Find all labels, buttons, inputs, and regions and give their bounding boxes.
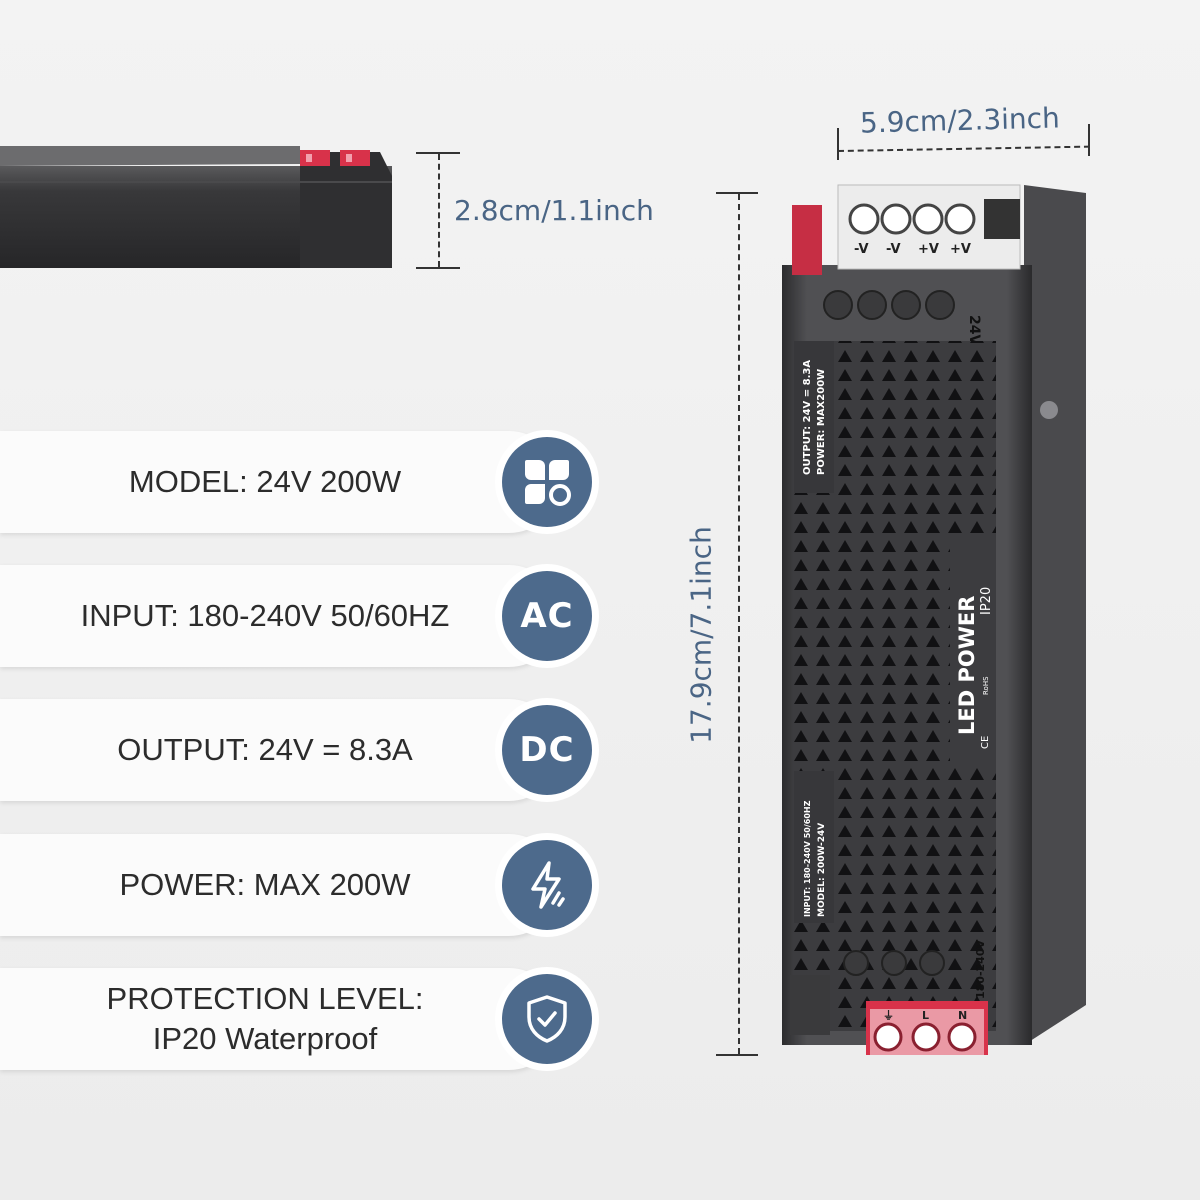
brand-text: LED POWER	[955, 596, 979, 735]
spec-badge-circle: AC	[502, 571, 592, 661]
output-label: OUTPUT: 24V = 8.3A	[802, 360, 813, 475]
length-dimension-line	[738, 194, 740, 1054]
spec-text: MODEL: 24V 200W	[40, 431, 490, 533]
length-tick-bottom	[716, 1054, 758, 1056]
spec-icon-circle	[502, 437, 592, 527]
spec-text: PROTECTION LEVEL: IP20 Waterproof	[40, 968, 490, 1070]
spec-badge-circle: DC	[502, 705, 592, 795]
spec-bar	[0, 699, 560, 801]
shield-check-icon	[527, 995, 567, 1043]
input-label: INPUT: 180-240V 50/60HZ	[803, 800, 812, 917]
power-supply-image: -V -V +V +V 24V OUTPUT: 24V = 8.3A POWER…	[782, 184, 1086, 1055]
terminal-label: -V	[854, 242, 869, 257]
screw-icon	[1040, 401, 1058, 419]
length-tick-top	[716, 192, 758, 194]
width-dimension-label: 5.9cm/2.3inch	[859, 101, 1061, 140]
spec-line: INPUT: 180-240V 50/60HZ	[80, 598, 450, 633]
terminal-label: N	[958, 1009, 967, 1022]
length-dimension-label: 17.9cm/7.1inch	[684, 526, 718, 744]
spec-row-protection: PROTECTION LEVEL: IP20 Waterproof	[0, 968, 600, 1070]
spec-row-model: MODEL: 24V 200W	[0, 431, 600, 533]
spec-line: MODEL: 24V 200W	[128, 464, 402, 499]
model-grid-icon	[525, 460, 571, 506]
terminal-label: +V	[918, 242, 939, 257]
spec-icon-circle	[502, 974, 592, 1064]
spec-line: PROTECTION LEVEL:	[106, 981, 424, 1016]
spec-icon-circle	[502, 840, 592, 930]
spec-bar	[0, 968, 560, 1070]
spec-bar	[0, 834, 560, 936]
spec-row-input: INPUT: 180-240V 50/60HZ AC	[0, 565, 600, 667]
output-voltage-label: 24V	[966, 315, 982, 345]
dc-badge: DC	[519, 730, 575, 770]
terminal-label: ⏚	[883, 1009, 894, 1022]
ac-badge: AC	[520, 596, 574, 636]
ce-mark: CE	[980, 736, 991, 749]
height-dimension-label: 2.8cm/1.1inch	[454, 194, 654, 227]
spec-row-output: OUTPUT: 24V = 8.3A DC	[0, 699, 600, 801]
spec-text: INPUT: 180-240V 50/60HZ	[40, 565, 490, 667]
terminal-label: -V	[886, 242, 901, 257]
rohs-mark: RoHS	[982, 676, 990, 695]
dim-tick-top	[416, 152, 460, 154]
spec-text: OUTPUT: 24V = 8.3A	[40, 699, 490, 801]
input-voltage-label: 180-240V	[974, 940, 987, 999]
model-label: MODEL: 200W-24V	[817, 823, 827, 917]
width-tick-right	[1088, 124, 1090, 156]
spec-line: OUTPUT: 24V = 8.3A	[117, 732, 413, 767]
rating-text: IP20	[979, 587, 994, 615]
lightning-icon	[531, 861, 565, 909]
terminal-label: L	[922, 1009, 929, 1022]
spec-bar	[0, 565, 560, 667]
height-dimension-line	[438, 154, 440, 267]
side-view-image	[0, 146, 392, 268]
spec-text: POWER: MAX 200W	[40, 834, 490, 936]
width-tick-left	[837, 128, 839, 160]
spec-line: POWER: MAX 200W	[119, 867, 411, 902]
spec-line: IP20 Waterproof	[152, 1021, 378, 1056]
dim-tick-bottom	[416, 267, 460, 269]
terminal-label: +V	[950, 242, 971, 257]
power-label: POWER: MAX200W	[816, 369, 827, 475]
spec-bar	[0, 431, 560, 533]
spec-row-power: POWER: MAX 200W	[0, 834, 600, 936]
